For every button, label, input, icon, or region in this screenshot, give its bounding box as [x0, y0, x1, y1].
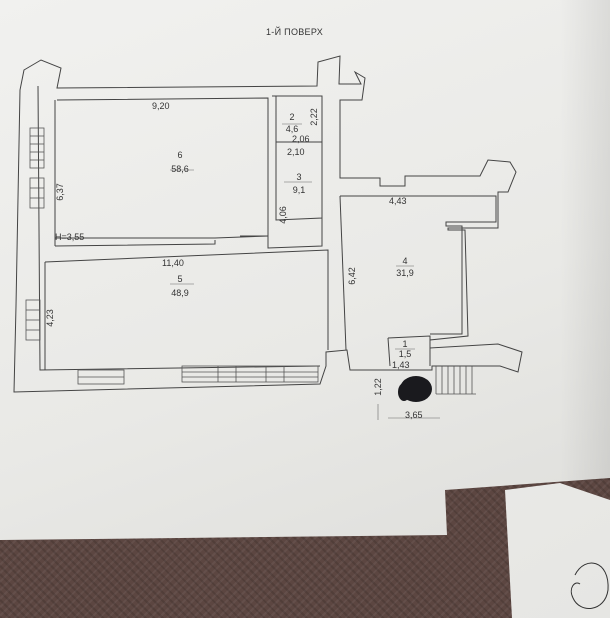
dim-1-22: 1,22 — [372, 378, 383, 396]
room-2-area: 4,6 — [285, 124, 299, 134]
dim-11-40: 11,40 — [162, 258, 184, 268]
room-2-number: 2 — [289, 112, 295, 122]
dim-2-06: 2,06 — [292, 134, 310, 144]
room-5-number: 5 — [177, 274, 183, 284]
dim-1-43: 1,43 — [392, 360, 410, 370]
dim-6-42: 6,42 — [346, 267, 357, 285]
entrance-stairs — [435, 366, 476, 395]
room-3-area: 9,1 — [292, 185, 306, 195]
dim-6-37: 6,37 — [54, 183, 65, 201]
dim-9-20: 9,20 — [152, 101, 170, 111]
dim-4-06: 4,06 — [277, 206, 288, 224]
window-bottom-2 — [181, 365, 319, 383]
outer-wall — [13, 55, 523, 393]
dim-2-22: 2,22 — [308, 108, 319, 126]
pen-sketch — [570, 562, 609, 609]
room-4-area: 31,9 — [396, 268, 414, 278]
dim-4-43: 4,43 — [389, 196, 407, 206]
room-3-number: 3 — [296, 172, 302, 182]
room-1-number: 1 — [402, 339, 408, 349]
room-6-area: 58,6 — [171, 164, 189, 174]
room-1-area: 1,5 — [398, 349, 412, 359]
dim-4-23: 4,23 — [44, 309, 55, 327]
window-left-1 — [29, 127, 45, 169]
window-left-2 — [29, 177, 45, 209]
ceiling-height: H=3,55 — [55, 232, 85, 242]
room-5-area: 48,9 — [171, 288, 189, 298]
dim-3-65: 3,65 — [405, 410, 423, 420]
sheet-shadow — [560, 0, 610, 480]
floor-title: 1-Й ПОВЕРХ — [266, 27, 324, 37]
room-6-number: 6 — [177, 150, 183, 160]
room-4-number: 4 — [402, 256, 408, 266]
dim-2-10: 2,10 — [287, 147, 305, 157]
